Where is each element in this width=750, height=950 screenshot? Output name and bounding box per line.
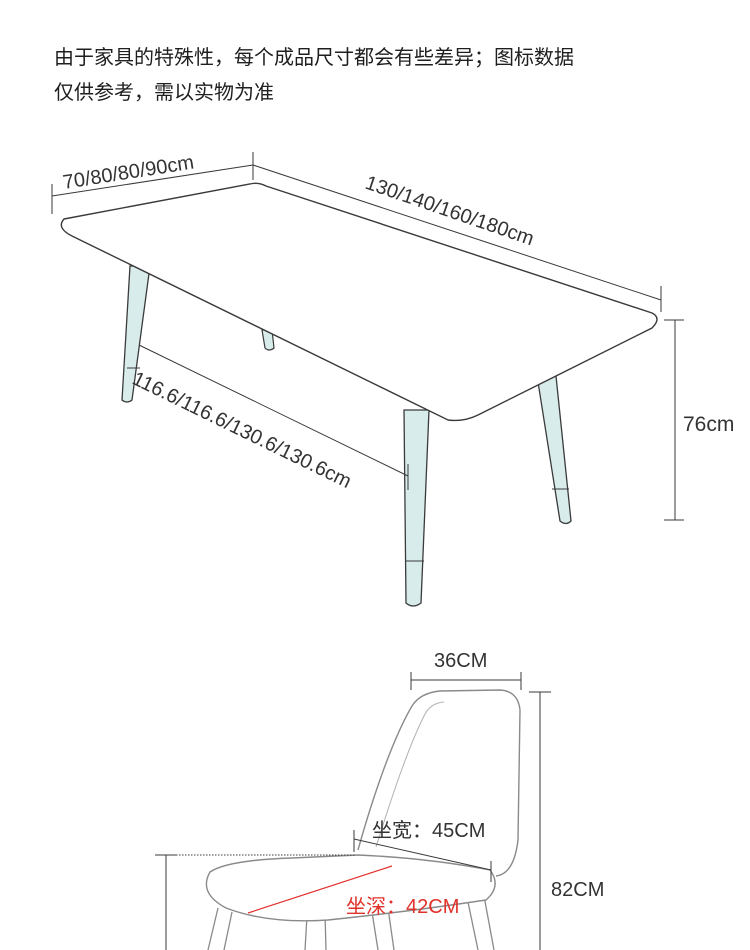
chair-leg [387, 907, 395, 950]
chair-seat [205, 854, 496, 922]
chair-seat-height-reference [155, 854, 355, 950]
chair-seat-width-label: 坐宽：45CM [372, 819, 485, 842]
table-leg-span-label: 116.6/116.6/130.6/130.6cm [129, 368, 355, 493]
chair-seat-width-dimension: 坐宽：45CM [353, 819, 492, 882]
table-height-dimension: 76cm [664, 319, 734, 521]
chair-seat-depth-dimension: 坐深：42CM [247, 865, 459, 918]
chair-height-dimension: 82CM [529, 691, 604, 950]
chair-back-width-dimension: 36CM [410, 650, 522, 690]
size-notice: 由于家具的特殊性，每个成品尺寸都会有些差异；图标数据 仅供参考，需以实物为准 [54, 40, 694, 110]
chair-backrest-inner-edge [375, 701, 445, 848]
chair-drawing: 36CM 坐宽：45CM 坐深：42CM 82CM [155, 650, 604, 950]
chair-leg [207, 907, 219, 950]
table-width-label: 70/80/80/90cm [61, 152, 195, 194]
chair-leg [371, 911, 379, 950]
chair-height-label: 82CM [551, 879, 604, 901]
chair-leg [467, 901, 479, 950]
chair-leg [483, 895, 495, 950]
chair-leg [304, 915, 308, 950]
table-top [60, 182, 658, 422]
chair-seat-depth-label: 坐深：42CM [346, 895, 459, 918]
notice-line-1: 由于家具的特殊性，每个成品尺寸都会有些差异；图标数据 [54, 45, 574, 69]
table-leg-back-middle [261, 329, 275, 351]
chair-leg [223, 911, 233, 950]
table-leg-front-right [537, 375, 572, 525]
table-height-label: 76cm [683, 413, 734, 436]
chair-back-width-label: 36CM [434, 650, 487, 672]
notice-line-2: 仅供参考，需以实物为准 [54, 80, 274, 104]
table-drawing: 70/80/80/90cm 130/140/160/180cm 116.6/11… [51, 152, 734, 607]
table-leg-front-left [403, 409, 430, 607]
chair-backrest [357, 689, 521, 877]
